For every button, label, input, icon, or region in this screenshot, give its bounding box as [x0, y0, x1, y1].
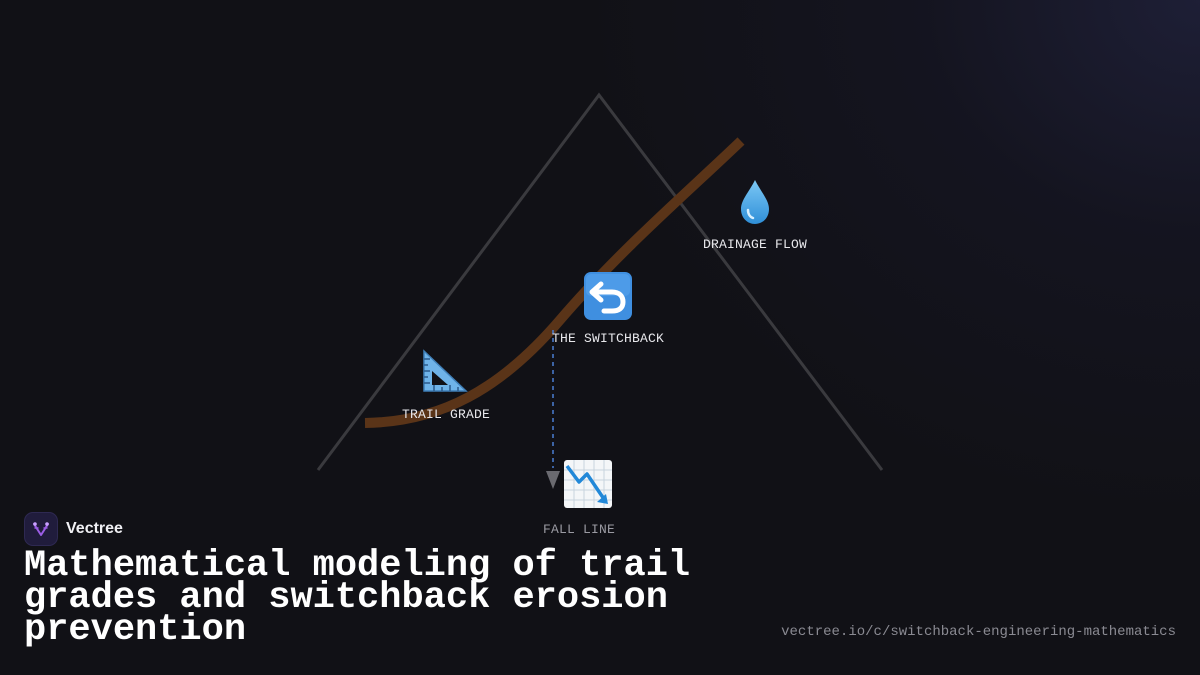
drainage-flow-label: DRAINAGE FLOW: [702, 237, 808, 252]
fall-line-marker: FALL LINE: [529, 458, 629, 537]
vectree-logo-icon: [24, 512, 58, 546]
brand-name: Vectree: [66, 520, 123, 537]
return-arrow-icon: [582, 270, 634, 322]
trail-path: [364, 137, 745, 428]
switchback-marker: THE SWITCHBACK: [548, 270, 668, 346]
fall-line-arrowhead: [546, 471, 560, 489]
chart-decreasing-icon: [562, 458, 614, 510]
trail-grade-marker: TRAIL GRADE: [391, 345, 501, 422]
page-title: Mathematical modeling of trail grades an…: [24, 545, 691, 651]
brand: Vectree: [24, 512, 123, 546]
trail-grade-label: TRAIL GRADE: [401, 407, 490, 422]
switchback-label: THE SWITCHBACK: [551, 331, 665, 346]
article-url[interactable]: vectree.io/c/switchback-engineering-math…: [781, 624, 1176, 640]
triangular-ruler-icon: [420, 345, 472, 397]
mountain-outline: [316, 92, 884, 471]
drainage-flow-marker: DRAINAGE FLOW: [695, 176, 815, 252]
fall-line-label: FALL LINE: [542, 522, 615, 537]
droplet-icon: [729, 176, 781, 228]
